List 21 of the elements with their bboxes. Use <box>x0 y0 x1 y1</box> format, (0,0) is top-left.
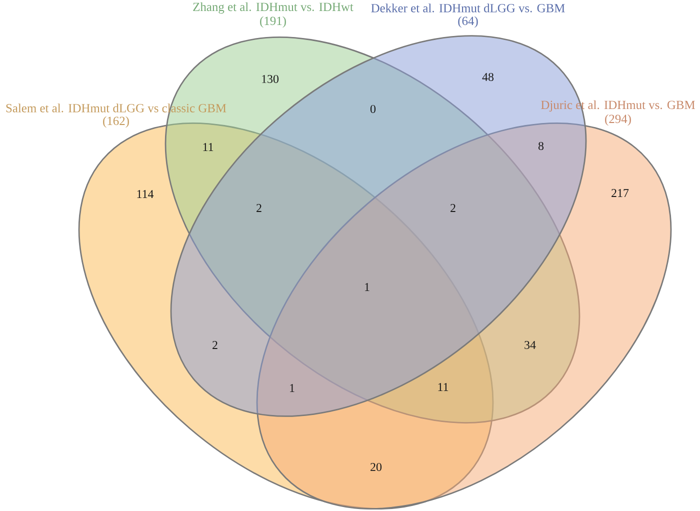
region-count: 34 <box>524 340 536 349</box>
set-count: (64) <box>458 16 478 28</box>
region-count: 2 <box>256 204 262 212</box>
region-count: 0 <box>370 104 376 114</box>
region-count: 2 <box>450 204 456 212</box>
region-count: 1 <box>290 384 294 392</box>
region-count: 8 <box>538 142 544 150</box>
region-count: 11 <box>203 143 214 151</box>
set-count: (294) <box>605 114 631 126</box>
region-count: 48 <box>482 72 494 82</box>
set-title: Dekker et al. IDHmut dLGG vs. GBM <box>371 4 565 12</box>
region-count: 130 <box>262 74 278 84</box>
region-count: 11 <box>438 383 448 391</box>
region-count: 2 <box>212 341 218 349</box>
region-count: 20 <box>370 462 382 472</box>
region-count: 114 <box>137 190 154 198</box>
set-count: (162) <box>103 116 129 128</box>
region-count: 1 <box>365 283 370 291</box>
set-title: Zhang et al. IDHmut vs. IDHwt <box>193 2 354 14</box>
set-count: (191) <box>260 16 286 28</box>
region-count: 217 <box>612 189 629 197</box>
